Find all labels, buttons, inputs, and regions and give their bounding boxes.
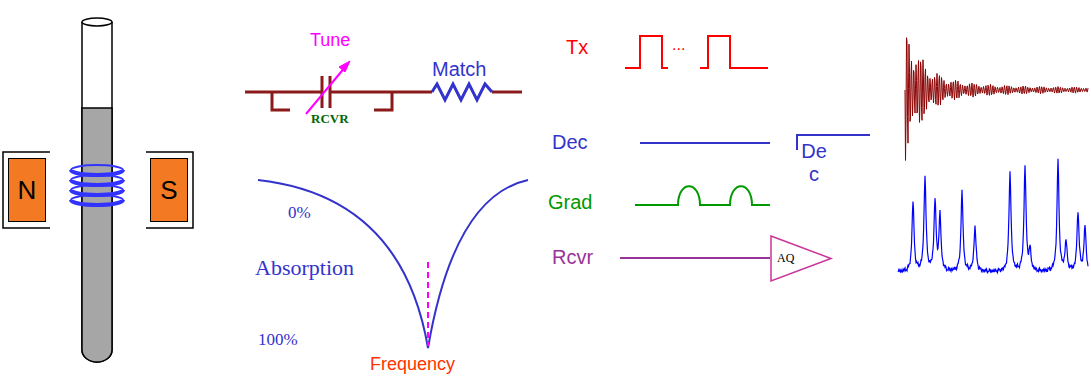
tx-pulses (625, 36, 768, 68)
axis-value: 0% (288, 203, 311, 223)
node-text: N (18, 175, 37, 206)
rf-coil (71, 165, 123, 205)
circuit-bracket (272, 92, 290, 110)
circuit-wire (492, 91, 522, 94)
magnet-bracket (3, 152, 50, 228)
coil-back (71, 165, 123, 170)
tuning-circuit (245, 76, 522, 110)
coil-back (71, 185, 123, 190)
sample-liquid (82, 108, 112, 362)
node-text: S (160, 175, 177, 206)
circuit-bracket (374, 92, 392, 110)
coil-back (71, 195, 123, 200)
coil-front (71, 200, 123, 205)
resistor-symbol (432, 84, 492, 100)
node-text: AQ (777, 251, 794, 266)
axis-title: Frequency (370, 354, 455, 375)
signal-name: Rcvr (552, 246, 593, 269)
tube-opening (82, 18, 112, 26)
coil-back (71, 175, 123, 180)
magnet-pole: S (150, 158, 188, 222)
gradient-pulses (635, 186, 770, 205)
sample-tube (82, 22, 112, 362)
tune-label: Tune (310, 30, 350, 51)
tune-arrow (306, 66, 346, 114)
tune-arrowhead (339, 61, 350, 72)
axis-value: 100% (258, 330, 298, 350)
resonance-marker (427, 262, 429, 346)
signal-name: Tx (566, 36, 588, 59)
axis-title: Absorption (255, 255, 354, 280)
amplifier-symbol (771, 236, 831, 281)
signal-annotation: De c (799, 140, 829, 186)
acquisition-triangle: AQ (770, 235, 832, 282)
ellipsis: ... (672, 36, 685, 54)
match-label: Match (432, 58, 486, 81)
receiver-line (620, 257, 770, 259)
signal-name: Dec (552, 131, 588, 154)
receiver-label: RCVR (311, 112, 349, 127)
magnet-pole: N (8, 158, 46, 222)
signal-name: Grad (548, 191, 592, 214)
nmr-spectrum (898, 159, 1088, 274)
fid-signal (905, 38, 1088, 161)
magnet-bracket (146, 152, 193, 228)
decoupler-line (640, 142, 770, 144)
